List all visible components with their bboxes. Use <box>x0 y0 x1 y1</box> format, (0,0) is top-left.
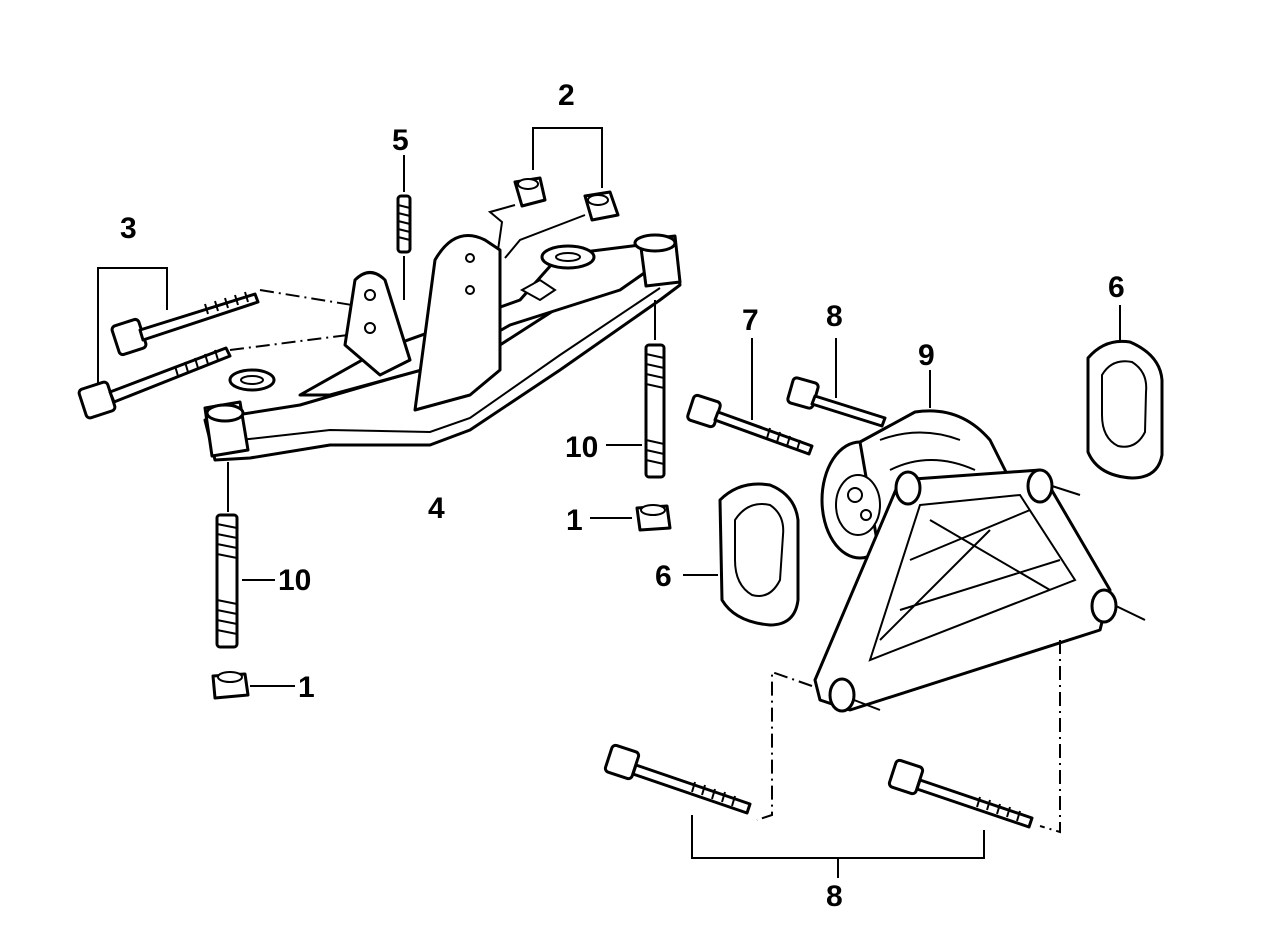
bolt-8-lower-left <box>603 743 752 815</box>
bolt-7 <box>686 338 814 456</box>
callout-8-bracket <box>691 815 985 878</box>
bolt-3-guide-lower <box>229 334 349 351</box>
nut-2-guides <box>487 204 586 259</box>
nut-2-left <box>513 176 547 208</box>
bolt-3-upper <box>110 291 260 357</box>
bolt-3-guide-upper <box>259 289 353 306</box>
callout-8-upper: 8 <box>826 300 843 333</box>
callout-3: 3 <box>120 212 137 245</box>
callout-4: 4 <box>428 492 445 525</box>
stud-10-left <box>215 462 275 649</box>
bolt-8-lower-left-guide <box>756 670 813 821</box>
washer-plate-6-center <box>683 482 800 627</box>
engine-mount <box>813 370 1146 713</box>
callout-2: 2 <box>558 79 575 112</box>
stud-5 <box>396 155 412 300</box>
callout-7: 7 <box>742 304 759 337</box>
bolt-8-upper <box>786 338 887 428</box>
stud-10-right <box>606 300 666 479</box>
callout-3-bracket <box>97 267 168 385</box>
callout-9: 9 <box>918 339 935 372</box>
bolt-8-lower-right <box>887 758 1034 829</box>
callout-1-right: 1 <box>566 504 583 537</box>
nut-1-right <box>590 504 672 532</box>
callout-10-left: 10 <box>278 564 311 597</box>
nut-2-right <box>583 190 620 222</box>
callout-8-lower: 8 <box>826 880 843 913</box>
callout-6-right: 6 <box>1108 271 1125 304</box>
bolt-3-lower <box>77 346 232 420</box>
callout-6-center: 6 <box>655 560 672 593</box>
callout-10-right: 10 <box>565 431 598 464</box>
bolt-8-lower-right-guide <box>1039 640 1061 834</box>
callout-1-left: 1 <box>298 671 315 704</box>
callout-5: 5 <box>392 124 409 157</box>
washer-plate-6-right <box>1086 305 1164 480</box>
callout-2-bracket <box>532 127 603 188</box>
crossmember-bracket <box>203 233 682 462</box>
nut-1-left <box>211 671 295 700</box>
